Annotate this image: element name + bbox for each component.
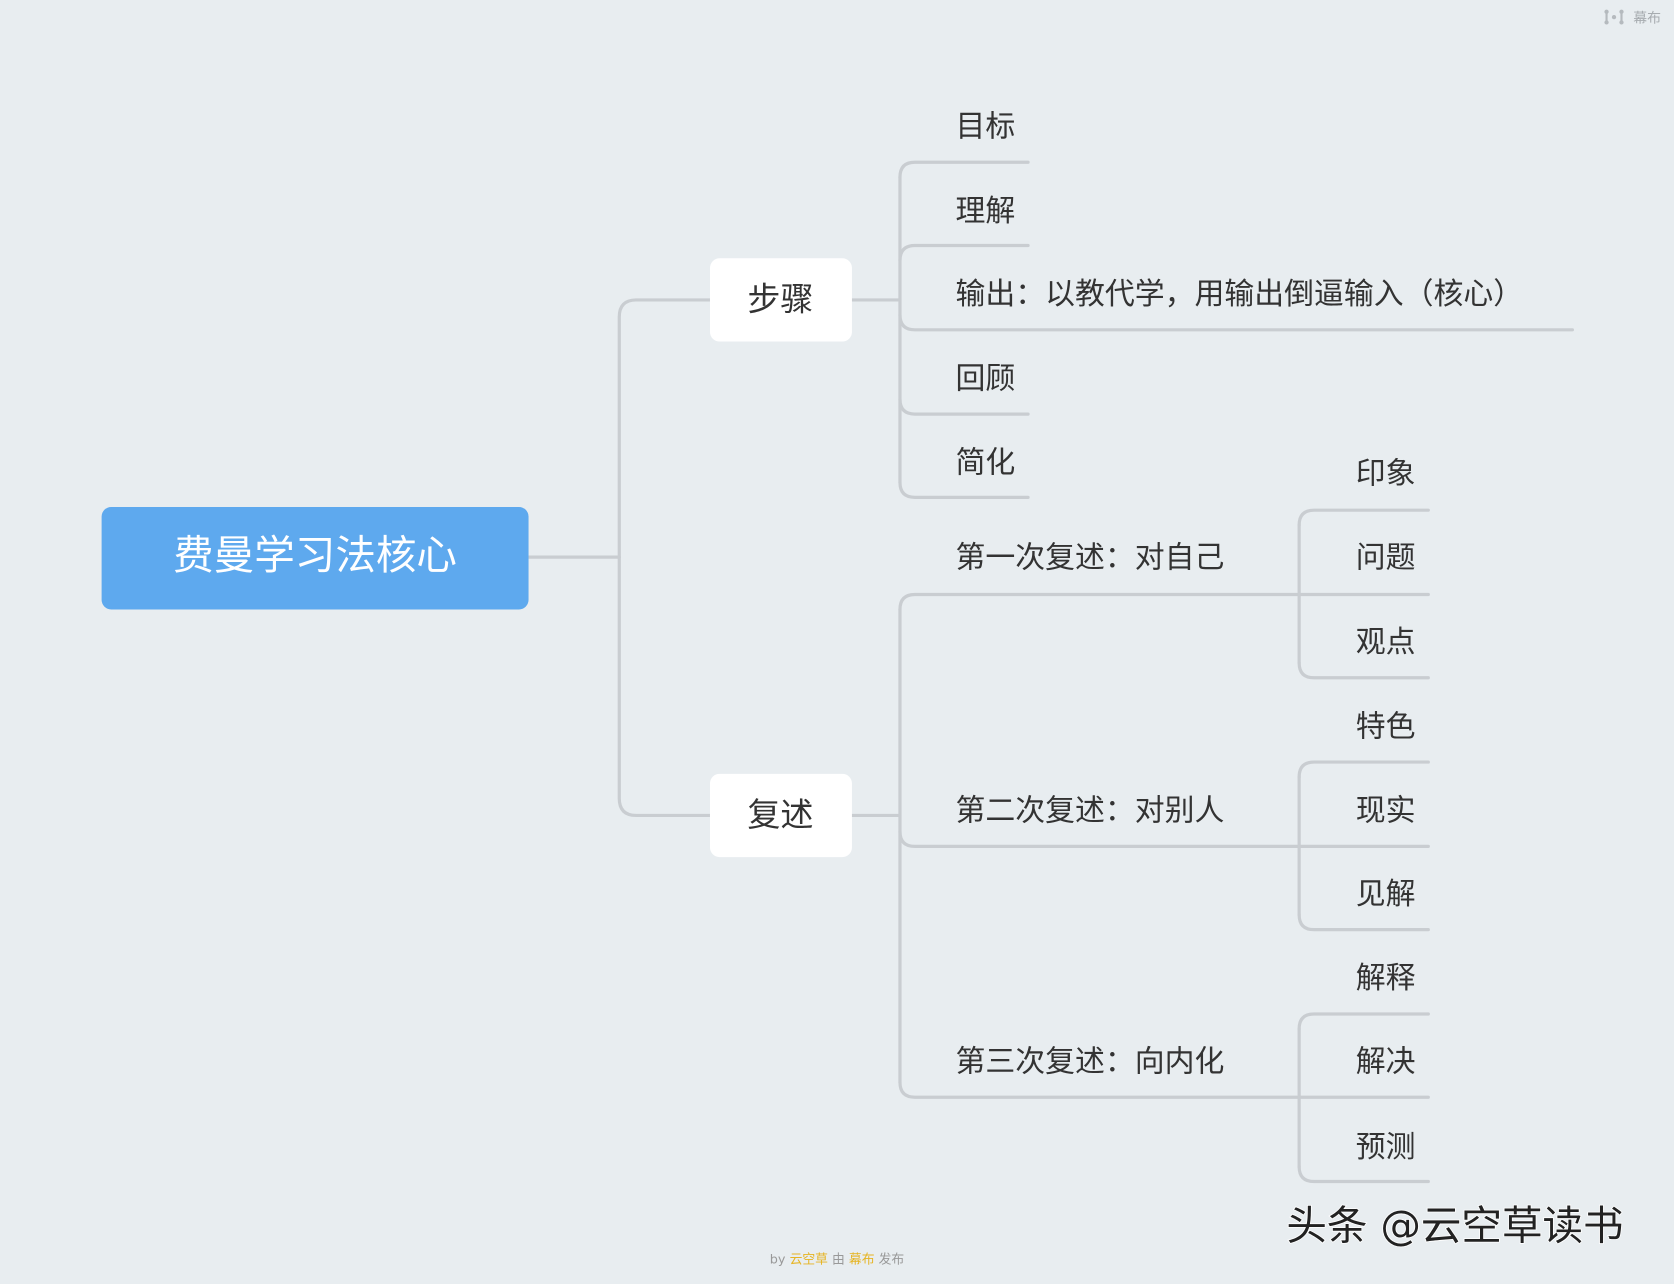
branch-label: 复述 [747, 795, 813, 834]
leaf-node[interactable]: 特色 [1356, 709, 1416, 744]
footer-brand[interactable]: 幕布 [849, 1252, 875, 1267]
branch-node-steps[interactable]: 步骤 [709, 258, 852, 342]
leaf-node[interactable]: 解决 [1356, 1044, 1416, 1079]
leaf-node[interactable]: 预测 [1356, 1130, 1416, 1165]
logo-label: 幕布 [1633, 10, 1661, 26]
leaf-node[interactable]: 回顾 [955, 361, 1015, 396]
footer: by 云空草 由 幕布 发布 [770, 1251, 905, 1267]
leaf-node[interactable]: 简化 [955, 446, 1015, 481]
footer-by: by [770, 1252, 786, 1267]
mubu-logo[interactable]: 幕布 [1604, 9, 1661, 27]
mubu-logo-icon [1604, 9, 1624, 25]
leaf-node[interactable]: 见解 [1356, 877, 1416, 912]
connectors [526, 160, 1574, 1184]
leaf-node[interactable]: 目标 [955, 110, 1015, 145]
leaf-node[interactable]: 问题 [1356, 541, 1416, 576]
leaf-node[interactable]: 解释 [1356, 961, 1416, 996]
leaf-node[interactable]: 观点 [1356, 625, 1416, 660]
footer-via: 由 [832, 1252, 845, 1267]
root-node[interactable]: 费曼学习法核心 [101, 506, 529, 610]
leaf-node[interactable]: 输出：以教代学，用输出倒逼输入（核心） [955, 277, 1523, 312]
retell-node[interactable]: 第二次复述：对别人 [955, 794, 1224, 829]
retell-node[interactable]: 第三次复述：向内化 [955, 1044, 1224, 1079]
root-label: 费曼学习法核心 [173, 531, 457, 579]
watermark: 头条 @云空草读书 [1286, 1201, 1623, 1249]
leaf-node[interactable]: 现实 [1356, 794, 1416, 829]
footer-author[interactable]: 云空草 [790, 1252, 829, 1267]
branch-label: 步骤 [747, 279, 813, 318]
branch-node-retell[interactable]: 复述 [709, 773, 852, 858]
footer-publish: 发布 [879, 1251, 905, 1267]
leaf-node[interactable]: 理解 [955, 194, 1015, 229]
retell-node[interactable]: 第一次复述：对自己 [955, 541, 1224, 576]
leaf-node[interactable]: 印象 [1356, 456, 1416, 491]
